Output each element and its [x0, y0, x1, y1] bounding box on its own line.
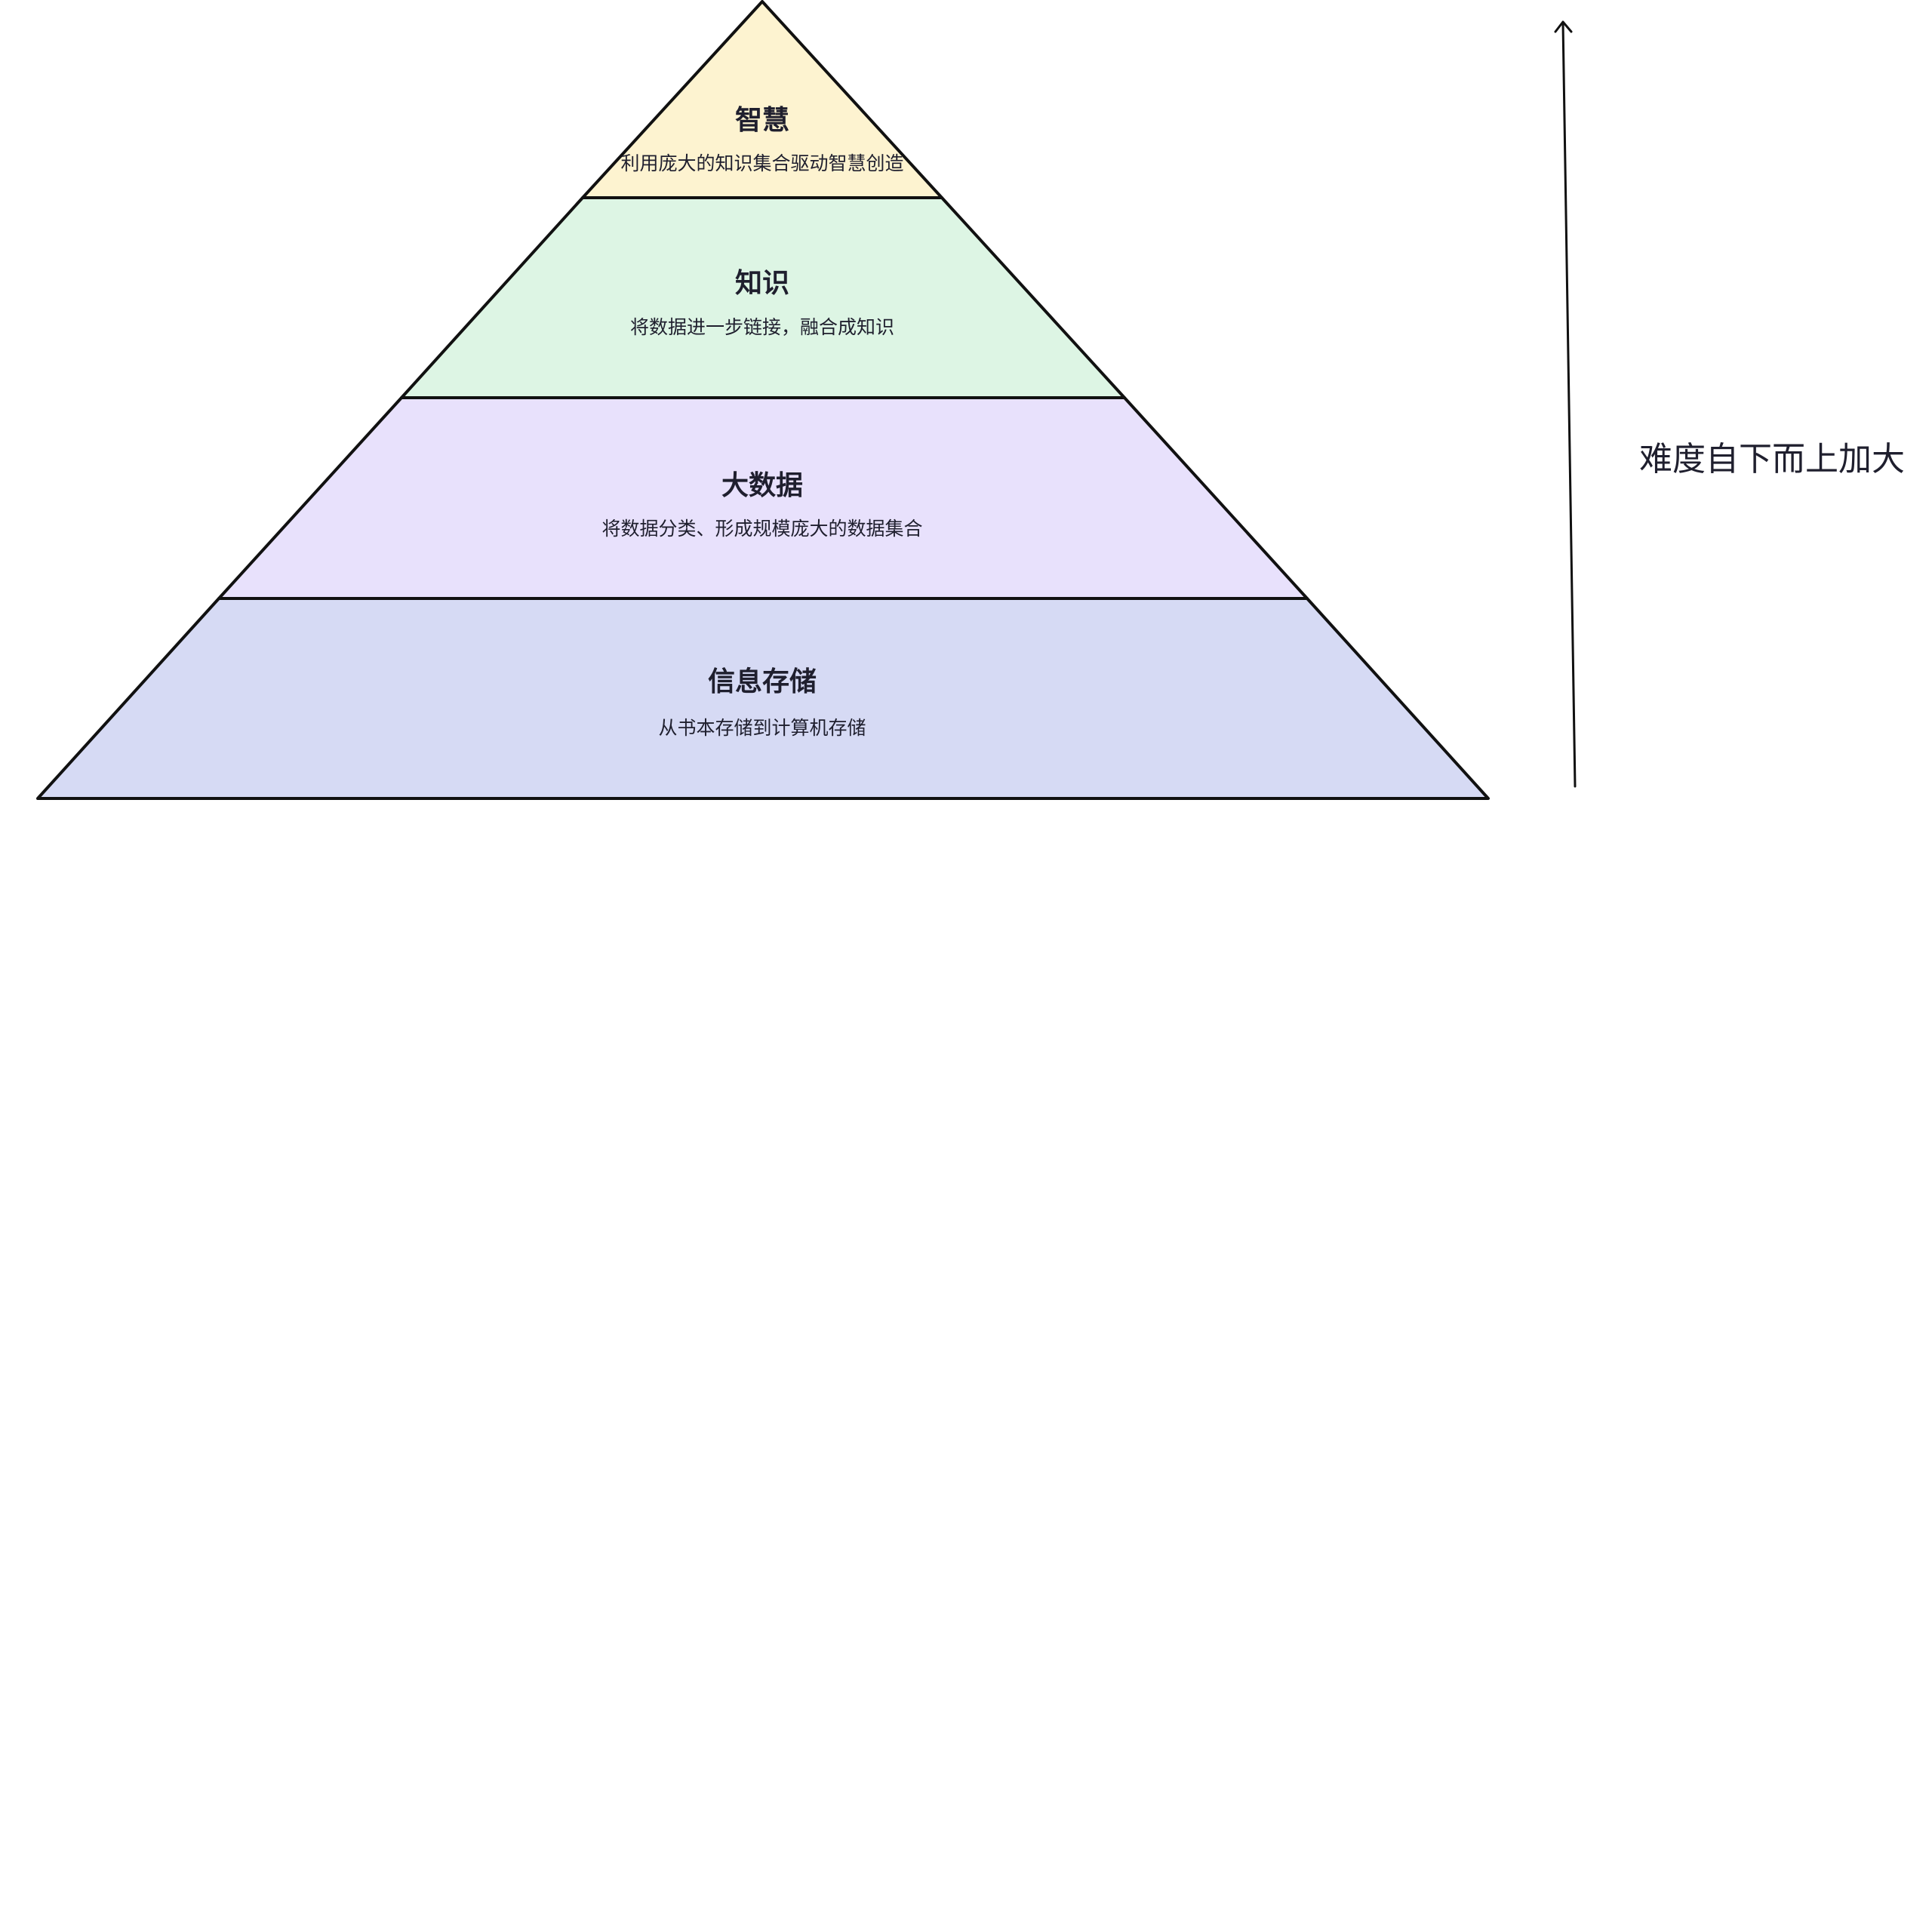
- layer-description-wisdom: 利用庞大的知识集合驱动智慧创造: [620, 152, 903, 174]
- pyramid-layer-information-storage: 信息存储 从书本存储到计算机存储: [36, 597, 1490, 800]
- pyramid-layer-big-data: 大数据 将数据分类、形成规模庞大的数据集合: [217, 396, 1309, 600]
- layer-title-knowledge: 知识: [735, 268, 789, 299]
- difficulty-arrow-shaft: [1561, 21, 1577, 788]
- layer-title-information-storage: 信息存储: [708, 666, 817, 697]
- difficulty-arrow: [1554, 20, 1577, 788]
- layer-description-knowledge: 将数据进一步链接，融合成知识: [630, 316, 894, 338]
- difficulty-arrow-label: 难度自下而上加大: [1639, 440, 1905, 478]
- layer-description-information-storage: 从书本存储到计算机存储: [658, 717, 866, 739]
- layer-title-big-data: 大数据: [721, 470, 803, 501]
- pyramid-layer-wisdom: 智慧 利用庞大的知识集合驱动智慧创造: [581, 0, 943, 199]
- arrow-up-icon: [1554, 20, 1573, 33]
- layer-description-big-data: 将数据分类、形成规模庞大的数据集合: [601, 518, 922, 540]
- layer-title-wisdom: 智慧: [735, 105, 789, 136]
- pyramid-layer-knowledge: 知识 将数据进一步链接，融合成知识: [400, 196, 1126, 399]
- layer-shape-information-storage: [36, 597, 1490, 800]
